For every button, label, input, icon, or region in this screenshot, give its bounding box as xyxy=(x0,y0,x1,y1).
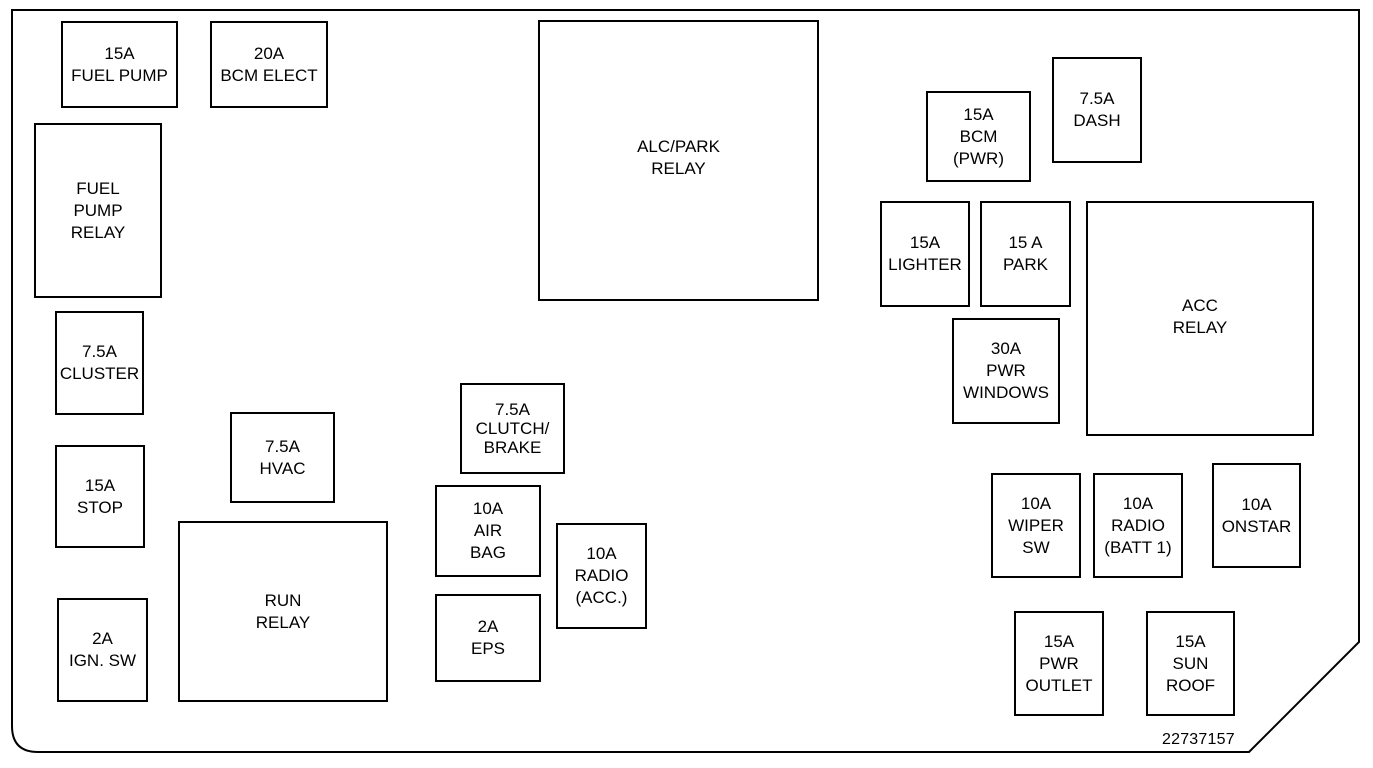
fuse-label: WINDOWS xyxy=(963,383,1049,402)
fuse-rating: 30A xyxy=(990,339,1022,358)
fuse-rating: 7.5A xyxy=(265,436,300,456)
fuse-label: SUN xyxy=(1172,653,1209,673)
fuse-label: AIR xyxy=(473,521,503,540)
relay-label-line: RUN xyxy=(264,591,302,610)
fuse-label: OUTLET xyxy=(1025,675,1093,695)
diagram-part-number: 22737157 xyxy=(1162,731,1235,748)
fuse-rating: 7.5A xyxy=(495,400,530,419)
stop-fuse: 15A STOP xyxy=(55,445,145,548)
fuse-rating: 15A xyxy=(1175,631,1206,651)
fuse-label: RADIO xyxy=(1111,515,1165,535)
fuse-label: BAG xyxy=(470,543,506,562)
fuse-label: IGN. SW xyxy=(68,651,137,670)
fuel-pump-relay: FUEL PUMP RELAY xyxy=(34,123,162,298)
relay-label-line: RELAY xyxy=(1172,318,1228,337)
fuse-label: LIGHTER xyxy=(888,255,962,274)
fuse-rating: 15 A xyxy=(1008,233,1043,252)
fuse-label: STOP xyxy=(77,497,123,517)
fuse-label: BRAKE xyxy=(483,438,542,457)
cluster-fuse: 7.5A CLUSTER xyxy=(55,311,144,415)
fuse-rating: 15A xyxy=(104,43,135,63)
bcm-pwr-fuse: 15A BCM (PWR) xyxy=(926,91,1031,182)
air-bag-fuse: 10A AIR BAG xyxy=(435,485,541,577)
fuse-rating: 15A xyxy=(909,233,941,252)
fuse-rating: 2A xyxy=(92,629,113,648)
radio-batt1-fuse: 10A RADIO (BATT 1) xyxy=(1093,473,1183,578)
fuse-label: PWR xyxy=(986,361,1026,380)
bcm-elect-fuse: 20A BCM ELECT xyxy=(210,21,328,108)
ign-sw-fuse: 2A IGN. SW xyxy=(57,598,148,702)
fuse-rating: 15A xyxy=(963,104,994,124)
fuse-rating: 2A xyxy=(477,617,499,636)
relay-label-line: PUMP xyxy=(73,200,123,220)
relay-label-line: RELAY xyxy=(70,222,126,242)
fuse-rating: 10A xyxy=(1020,493,1052,513)
lighter-fuse: 15A LIGHTER xyxy=(880,201,970,307)
clutch-brake-fuse: 7.5A CLUTCH/ BRAKE xyxy=(460,383,565,474)
fuel-pump-fuse: 15A FUEL PUMP xyxy=(61,21,178,108)
radio-acc-fuse: 10A RADIO (ACC.) xyxy=(556,523,647,629)
fuse-label: HVAC xyxy=(259,458,306,478)
relay-label-line: ALC/PARK xyxy=(637,137,720,156)
fuse-label: SW xyxy=(1022,537,1050,557)
relay-label-line: ACC xyxy=(1182,296,1218,315)
fuse-label: (BATT 1) xyxy=(1104,537,1172,557)
sun-roof-fuse: 15A SUN ROOF xyxy=(1146,611,1235,716)
pwr-windows-fuse: 30A PWR WINDOWS xyxy=(952,318,1060,424)
hvac-fuse: 7.5A HVAC xyxy=(230,412,335,503)
pwr-outlet-fuse: 15A PWR OUTLET xyxy=(1014,611,1104,716)
fuse-label: EPS xyxy=(470,639,506,658)
wiper-sw-fuse: 10A WIPER SW xyxy=(991,473,1081,578)
fuse-label: (ACC.) xyxy=(575,588,628,607)
relay-label-line: RELAY xyxy=(255,613,311,632)
fuse-rating: 10A xyxy=(586,544,617,563)
fuse-label: DASH xyxy=(1073,111,1121,130)
fuse-label: ONSTAR xyxy=(1221,516,1292,536)
fuse-label: CLUSTER xyxy=(59,364,140,383)
dash-fuse: 7.5A DASH xyxy=(1052,57,1142,163)
fuse-label: PARK xyxy=(1002,255,1049,274)
acc-relay: ACC RELAY xyxy=(1086,201,1314,436)
fuse-rating: 20A xyxy=(253,43,285,63)
fuse-label: ROOF xyxy=(1165,675,1216,695)
relay-label-line: FUEL xyxy=(76,178,120,198)
fuse-label: WIPER xyxy=(1008,515,1064,535)
alc-park-relay: ALC/PARK RELAY xyxy=(538,20,819,301)
fuse-rating: 10A xyxy=(1241,494,1272,514)
fuse-rating: 7.5A xyxy=(82,342,117,361)
fuse-rating: 15A xyxy=(84,475,116,495)
fuse-label: BCM ELECT xyxy=(220,65,318,85)
fuse-label: BCM xyxy=(959,126,998,146)
fuse-label: (PWR) xyxy=(953,148,1004,168)
park-fuse: 15 A PARK xyxy=(980,201,1071,307)
fuse-label: FUEL PUMP xyxy=(71,65,168,85)
fuse-label: PWR xyxy=(1039,653,1079,673)
fuse-label: RADIO xyxy=(574,566,629,585)
run-relay: RUN RELAY xyxy=(178,521,388,702)
fuse-rating: 15A xyxy=(1043,631,1075,651)
eps-fuse: 2A EPS xyxy=(435,594,541,682)
relay-label-line: RELAY xyxy=(651,159,706,178)
fuse-rating: 7.5A xyxy=(1079,89,1115,108)
fuse-label: CLUTCH/ xyxy=(475,419,550,438)
onstar-fuse: 10A ONSTAR xyxy=(1212,463,1301,568)
fuse-rating: 10A xyxy=(1122,493,1154,513)
fuse-rating: 10A xyxy=(472,499,504,518)
